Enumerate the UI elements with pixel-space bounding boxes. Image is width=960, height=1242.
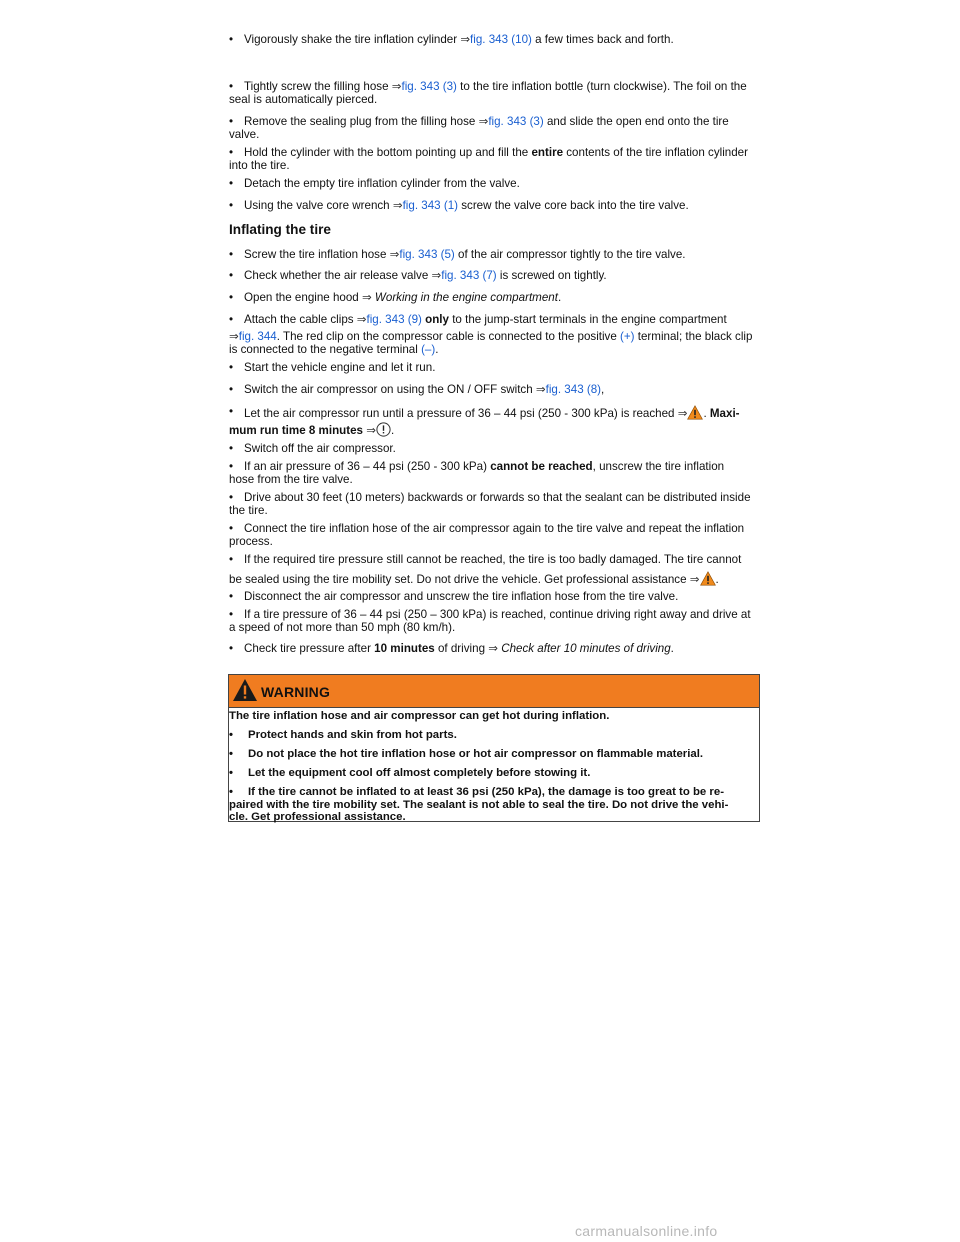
bullet: • [229, 313, 234, 326]
watermark-text: carmanualsonline.info [575, 1223, 718, 1239]
warning-title: WARNING [261, 684, 331, 700]
fig-link[interactable]: fig. 343 (7) [441, 269, 497, 282]
warning-triangle-icon[interactable] [699, 571, 716, 589]
warning-intro: The tire inflation hose and air compress… [229, 710, 610, 722]
warning-triangle-icon[interactable] [687, 405, 704, 423]
fig-link[interactable]: fig. 343 (9) [366, 313, 422, 326]
bullet: • [229, 608, 234, 621]
warning-item-continued: cle. Get professional assistance. [229, 811, 406, 823]
bullet: • [229, 491, 234, 504]
fig-link[interactable]: fig. 343 (3) [488, 115, 544, 128]
bullet: • [229, 442, 234, 455]
bullet: • [229, 383, 234, 396]
bullet: • [229, 146, 234, 159]
bullet: • [229, 248, 234, 261]
fig-link[interactable]: fig. 343 (3) [401, 80, 457, 93]
bullet: • [229, 115, 234, 128]
bullet: • [229, 80, 234, 93]
bullet: • [229, 553, 234, 566]
bullet: • [229, 177, 234, 190]
warning-box: WARNING [228, 674, 760, 822]
fig-link[interactable]: fig. 344 [238, 330, 277, 343]
fig-link[interactable]: fig. 343 (5) [399, 248, 455, 261]
bullet: • [229, 522, 234, 535]
fig-link[interactable]: fig. 343 (10) [470, 33, 532, 46]
fig-link[interactable]: fig. 343 (8) [545, 383, 602, 396]
bullet: • [229, 291, 234, 304]
bullet: • [229, 269, 234, 282]
caution-circle-icon[interactable] [376, 422, 391, 440]
bullet: • [229, 460, 234, 473]
bullet: • [229, 361, 234, 374]
bullet: • [229, 642, 234, 655]
bullet: • [229, 33, 234, 46]
cross-reference[interactable]: Check after 10 minutes of driving [497, 642, 671, 655]
bullet: • [229, 199, 234, 212]
warning-triangle-icon [232, 678, 258, 707]
watermark: carmanualsonline.info [0, 1222, 960, 1242]
cross-reference[interactable]: Working in the engine compartment [371, 291, 558, 304]
bullet: • [229, 405, 234, 418]
warning-header: WARNING [229, 675, 759, 708]
bullet: • [229, 590, 234, 603]
section-heading: Inflating the tire [229, 222, 331, 237]
fig-link[interactable]: fig. 343 (1) [402, 199, 458, 212]
warning-item-continued: paired with the tire mobility set. The s… [229, 799, 729, 811]
